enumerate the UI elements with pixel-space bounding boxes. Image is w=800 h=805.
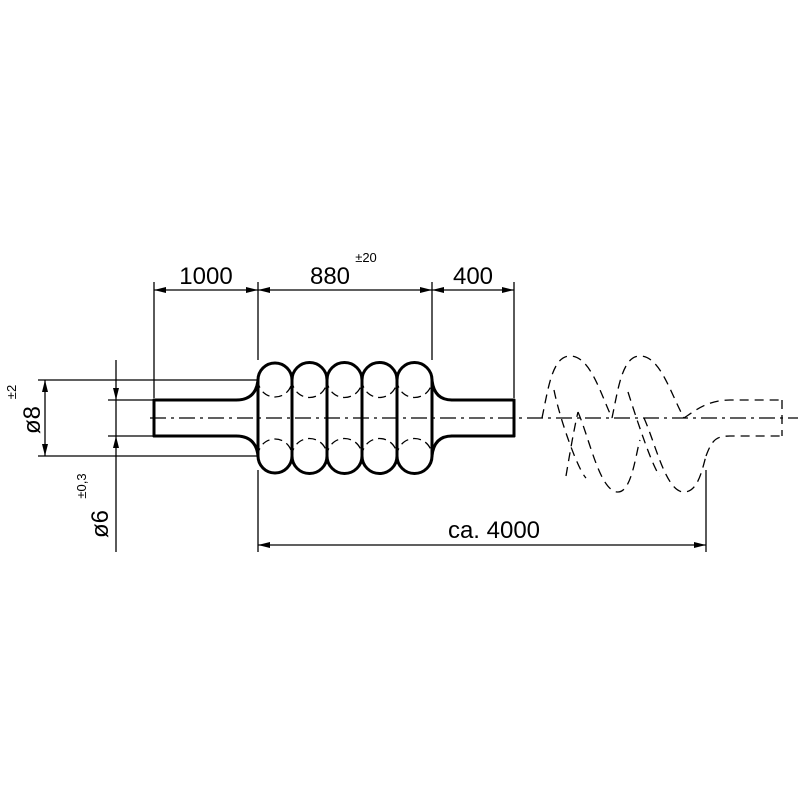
total-length-label: ca. 4000 — [448, 517, 540, 544]
coil-length-tolerance: ±20 — [355, 250, 377, 265]
outer-diameter-tolerance: ±2 — [4, 385, 19, 399]
coil-body — [256, 361, 434, 475]
coil-turn — [395, 361, 434, 475]
top-dimension-chain: 1000 880 ±20 400 — [153, 250, 515, 398]
left-length-label: 1000 — [179, 263, 232, 290]
right-tube-end — [430, 378, 516, 458]
coil-length-label: 880 — [310, 263, 350, 290]
outer-diameter-dimension: ø8 ±2 — [4, 379, 258, 457]
coil-turn — [360, 361, 399, 475]
outer-diameter-label: ø8 — [19, 406, 46, 434]
right-length-label: 400 — [453, 263, 493, 290]
total-length-dimension: ca. 4000 — [257, 470, 707, 552]
extended-coil-ghost — [541, 355, 783, 493]
inner-diameter-tolerance: ±0,3 — [74, 473, 89, 498]
coil-turn — [290, 361, 329, 475]
inner-diameter-label: ø6 — [87, 510, 114, 538]
inner-diameter-dimension: ø6 ±0,3 — [74, 360, 154, 552]
coil-turn — [325, 361, 364, 475]
